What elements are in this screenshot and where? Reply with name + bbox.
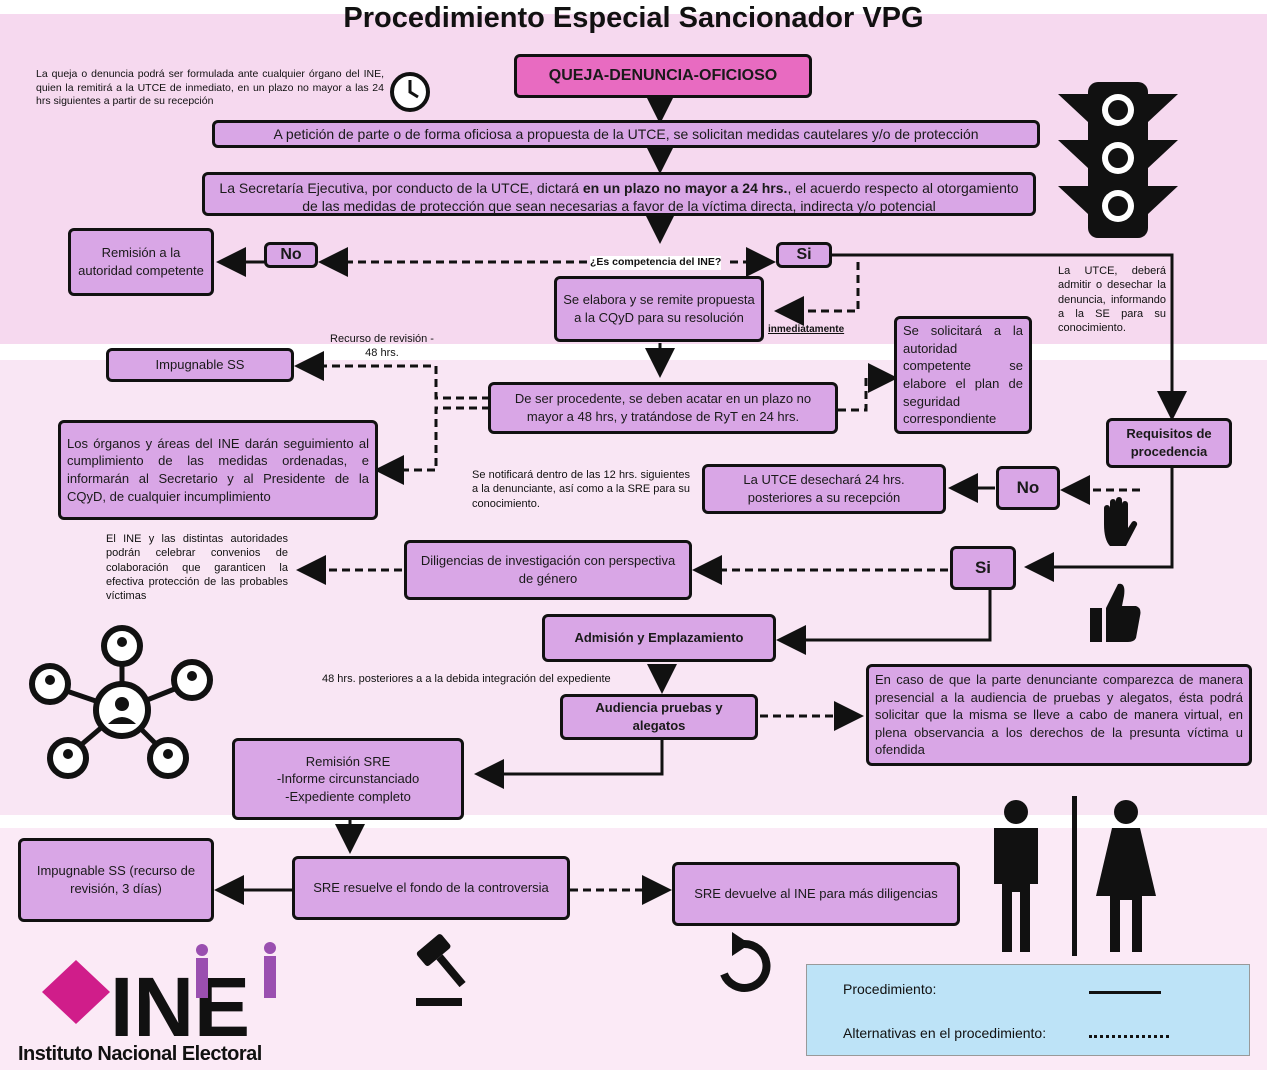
competencia-question: ¿Es competencia del INE? xyxy=(590,256,722,270)
no-node-1: No xyxy=(264,242,318,268)
remision-sre-item-2: -Expediente completo xyxy=(285,788,411,804)
page-title: Procedimiento Especial Sancionador VPG xyxy=(343,2,924,34)
secretaria-text-a: La Secretaría Ejecutiva, por conducto de… xyxy=(219,180,583,196)
secretaria-node: La Secretaría Ejecutiva, por conducto de… xyxy=(202,172,1036,216)
ine-logo: INE xyxy=(22,940,282,1054)
ine-logo-name: Instituto Nacional Electoral xyxy=(18,1043,262,1065)
legend-alternativas-label: Alternativas en el procedimiento: xyxy=(843,1025,1047,1041)
man-woman-icon xyxy=(976,796,1176,956)
diligencias-node: Diligencias de investigación con perspec… xyxy=(404,540,692,600)
sre-resuelve-node: SRE resuelve el fondo de la controversia xyxy=(292,856,570,920)
queja-note: La queja o denuncia podrá ser formulada … xyxy=(36,68,384,108)
utce-note: La UTCE, deberá admitir o desechar la de… xyxy=(1058,265,1166,335)
legend: Procedimiento: Alternativas en el proced… xyxy=(806,964,1250,1056)
si-node-1: Si xyxy=(776,242,832,268)
remision-sre-node: Remisión SRE -Informe circunstanciado -E… xyxy=(232,738,464,820)
stop-hand-icon xyxy=(1098,496,1138,548)
queja-node: QUEJA-DENUNCIA-OFICIOSO xyxy=(514,54,812,98)
propuesta-node: Se elabora y se remite propuesta a la CQ… xyxy=(554,276,764,342)
notificara-note: Se notificará dentro de las 12 hrs. sigu… xyxy=(472,469,690,510)
impugnable-ss2-node: Impugnable SS (recurso de revisión, 3 dí… xyxy=(18,838,214,922)
thumbs-up-icon xyxy=(1088,580,1142,644)
requisitos-node: Requisitos de procedencia xyxy=(1106,418,1232,468)
impugnable-ss-node: Impugnable SS xyxy=(106,348,294,382)
desechara-node: La UTCE desechará 24 hrs. posteriores a … xyxy=(702,464,946,514)
acatar-node: De ser procedente, se deben acatar en un… xyxy=(488,382,838,434)
convenios-note: El INE y las distintas autoridades podrá… xyxy=(106,533,288,603)
plan-node: Se solicitará a la autoridad competente … xyxy=(894,316,1032,434)
return-arrow-icon xyxy=(714,930,774,1000)
remision-sre-title: Remisión SRE xyxy=(305,753,391,769)
gavel-icon xyxy=(410,932,472,1008)
network-people-icon xyxy=(22,620,222,780)
ine-logo-letters: INE xyxy=(110,960,250,1044)
si-node-2: Si xyxy=(950,546,1016,590)
recurso-note: Recurso de revisión - 48 hrs. xyxy=(330,333,434,360)
admision-node: Admisión y Emplazamiento xyxy=(542,614,776,662)
traffic-light-icon xyxy=(1056,80,1180,240)
no-node-2: No xyxy=(996,466,1060,510)
legend-dotted-line xyxy=(1089,1035,1169,1038)
presencial-node: En caso de que la parte denunciante comp… xyxy=(866,664,1252,766)
secretaria-text-c: , el acuerdo respecto al otorgamiento de… xyxy=(302,180,1019,215)
audiencia-node: Audiencia pruebas y alegatos xyxy=(560,694,758,740)
medidas-node: A petición de parte o de forma oficiosa … xyxy=(212,120,1040,148)
inmediatamente-note: inmediatamente xyxy=(768,324,845,335)
sre-devuelve-node: SRE devuelve al INE para más diligencias xyxy=(672,862,960,926)
organos-node: Los órganos y áreas del INE darán seguim… xyxy=(58,420,378,520)
legend-solid-line xyxy=(1089,991,1161,994)
48hrs-note: 48 hrs. posteriores a a la debida integr… xyxy=(322,673,611,685)
secretaria-text-b: en un plazo no mayor a 24 hrs. xyxy=(582,180,788,196)
clock-icon xyxy=(388,70,432,114)
legend-procedimiento-label: Procedimiento: xyxy=(843,981,937,997)
remision-node: Remisión a la autoridad competente xyxy=(68,228,214,296)
remision-sre-item-1: -Informe circunstanciado xyxy=(276,771,420,787)
